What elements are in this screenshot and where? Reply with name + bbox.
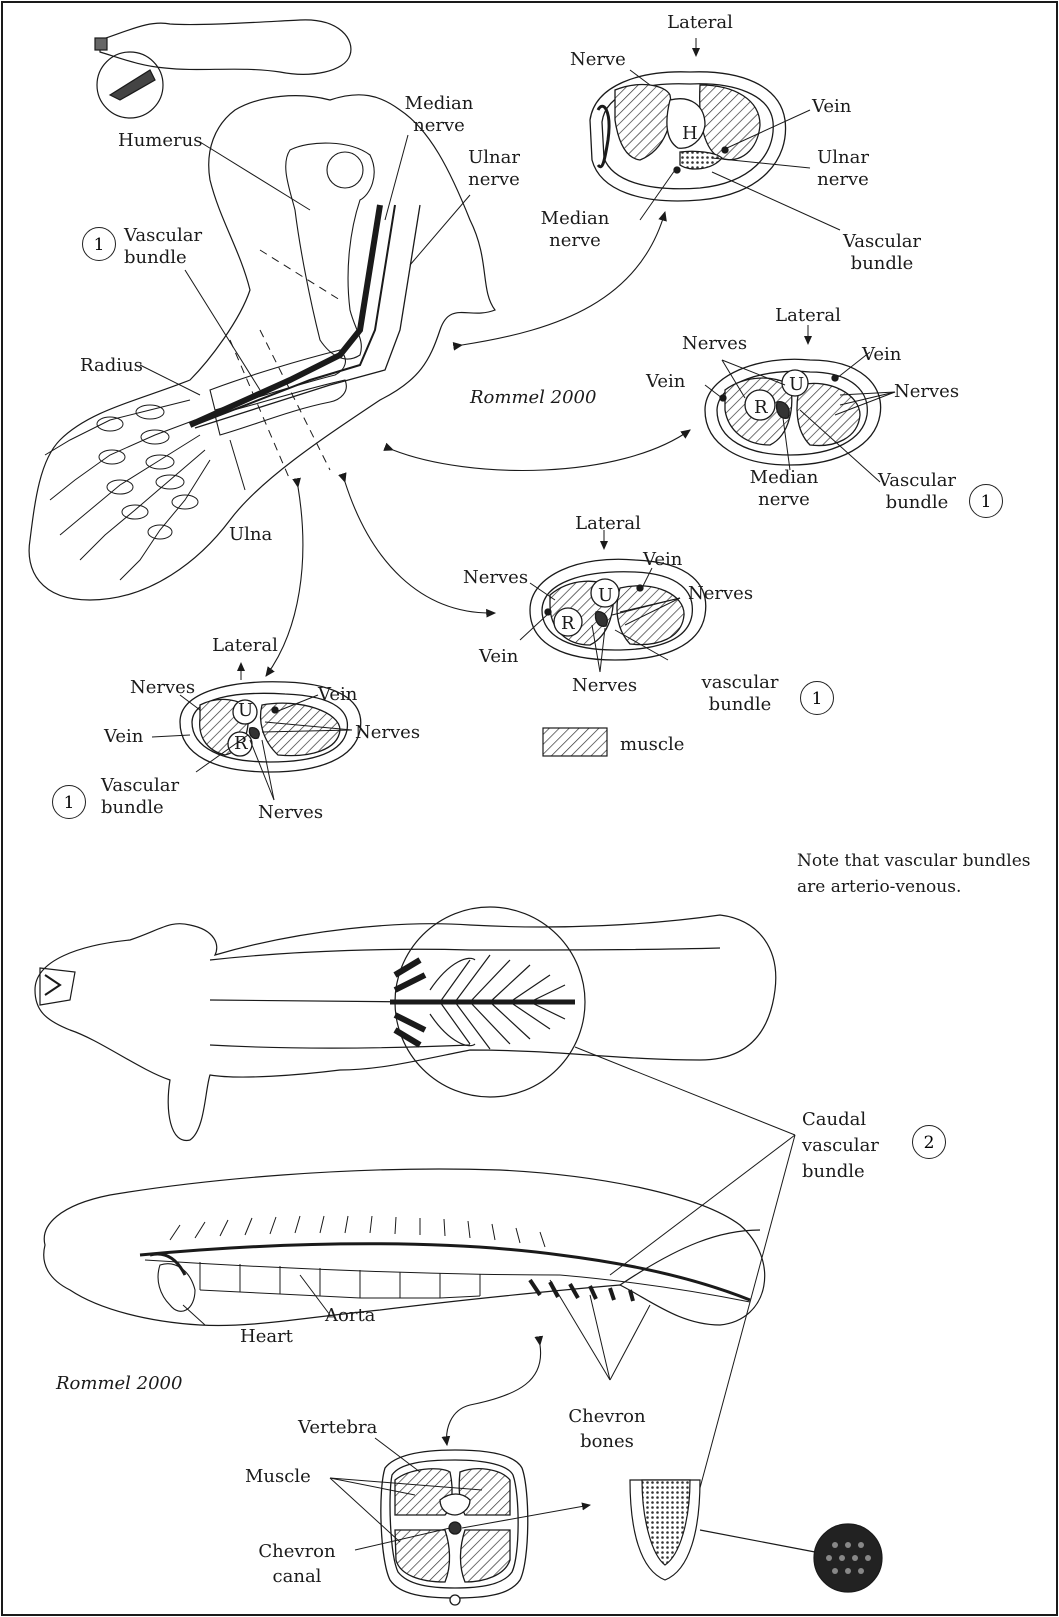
label-lateral-b: Lateral — [775, 305, 841, 327]
section-radius-ulna-2 — [530, 559, 706, 660]
label-aorta: Aorta — [325, 1305, 375, 1327]
credit-bottom: Rommel 2000 — [56, 1373, 182, 1395]
label-vein-b1: Vein — [862, 344, 901, 366]
label-vascular-bundle-a: Vascular bundle — [843, 231, 921, 275]
label-vascular-bundle-limb: Vascular bundle — [124, 225, 202, 269]
label-ulnar-nerve-a: Ulnar nerve — [817, 147, 869, 191]
label-h: H — [682, 123, 698, 145]
label-chevron-bones: Chevron bones — [568, 1404, 645, 1454]
label-u-d: U — [238, 700, 253, 722]
caudal-bundle-detail — [630, 1480, 882, 1592]
arrow-section-radius-ulna-2 — [345, 482, 495, 613]
label-nerves-d3: Nerves — [258, 802, 323, 824]
label-nerves-b1: Nerves — [682, 333, 747, 355]
label-vascular-bundle-c: vascular bundle — [702, 672, 779, 716]
label-vein-d2: Vein — [104, 726, 143, 748]
marker-1-b: 1 — [969, 484, 1003, 518]
manatee-lateral — [44, 1169, 765, 1326]
label-lateral-d: Lateral — [212, 635, 278, 657]
label-ulnar-nerve-limb: Ulnar nerve — [468, 147, 520, 191]
label-humerus: Humerus — [118, 130, 202, 152]
label-nerve-a: Nerve — [570, 49, 626, 71]
label-median-nerve-b: Median nerve — [750, 467, 819, 511]
label-lateral-a: Lateral — [667, 12, 733, 34]
limb-leaders — [140, 135, 470, 490]
digit-bones — [45, 400, 210, 580]
marker-1-c: 1 — [800, 681, 834, 715]
label-radius: Radius — [80, 355, 143, 377]
label-vein-a: Vein — [812, 96, 851, 118]
label-r-b: R — [754, 397, 768, 419]
note-arterio-venous: Note that vascular bundles are arterio-v… — [797, 848, 1030, 900]
label-u-c: U — [598, 585, 613, 607]
label-r-c: R — [561, 613, 575, 635]
label-ulna: Ulna — [229, 524, 272, 546]
arrow-tail-section — [447, 1345, 541, 1445]
legend-muscle-label: muscle — [620, 734, 684, 756]
limb-nerve-bundle — [190, 205, 420, 428]
marker-2: 2 — [912, 1125, 946, 1159]
label-median-nerve-a: Median nerve — [541, 208, 610, 252]
label-caudal-vascular-bundle: Caudal vascular bundle — [802, 1107, 879, 1185]
credit-top: Rommel 2000 — [470, 387, 596, 409]
lateral-leaders — [183, 1047, 795, 1525]
arrow-section-radius-ulna-1 — [393, 430, 690, 470]
label-chevron-canal: Chevron canal — [258, 1539, 335, 1589]
label-vein-c: Vein — [643, 549, 682, 571]
dorsal-caudal-skeleton — [390, 955, 575, 1049]
label-vein-d1: Vein — [318, 684, 357, 706]
label-lateral-c: Lateral — [575, 513, 641, 535]
label-vascular-bundle-b: Vascular bundle — [878, 470, 956, 514]
label-vascular-bundle-d: Vascular bundle — [101, 775, 179, 819]
label-nerves-c2: Nerves — [688, 583, 753, 605]
marker-1-d: 1 — [52, 785, 86, 819]
manatee-thumbnail — [95, 20, 351, 118]
label-nerves-c1: Nerves — [463, 567, 528, 589]
label-heart: Heart — [240, 1326, 293, 1348]
label-u-b: U — [789, 374, 804, 396]
label-nerves-d1: Nerves — [130, 677, 195, 699]
marker-1-limb: 1 — [82, 227, 116, 261]
label-vein-b2: Vein — [646, 371, 685, 393]
muscle-legend-swatch — [543, 728, 607, 756]
label-r-d: R — [234, 733, 248, 755]
label-median-nerve-limb: Median nerve — [405, 93, 474, 137]
manatee-dorsal — [35, 907, 776, 1140]
label-nerves-b2: Nerves — [894, 381, 959, 403]
label-nerves-d2: Nerves — [355, 722, 420, 744]
label-vertebra: Vertebra — [298, 1417, 377, 1439]
label-vein-c2: Vein — [479, 646, 518, 668]
lateral-spine — [140, 1216, 750, 1302]
label-muscle: Muscle — [245, 1466, 311, 1488]
tail-section — [381, 1450, 528, 1605]
label-nerves-c3: Nerves — [572, 675, 637, 697]
